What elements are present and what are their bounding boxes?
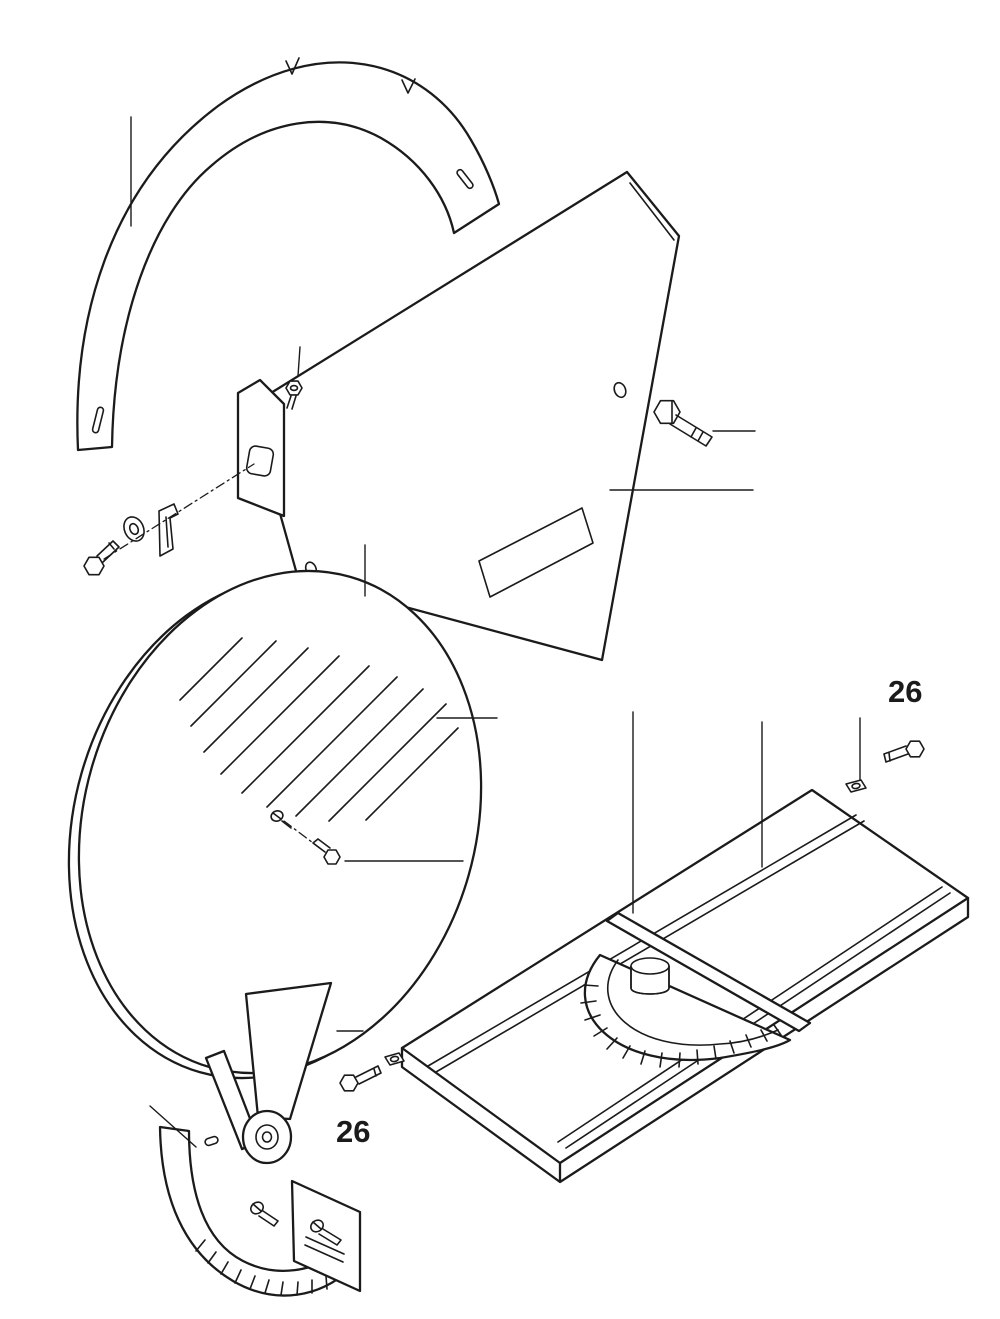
guard-slot-left bbox=[91, 406, 105, 434]
sanding-disc bbox=[67, 569, 483, 1080]
pulley-wheel bbox=[241, 1109, 293, 1165]
pivot-pin bbox=[204, 1135, 219, 1147]
hex-bolt-upper-right bbox=[653, 399, 713, 447]
guard-screw-1 bbox=[250, 1201, 279, 1227]
bolt-26-lower bbox=[339, 1052, 405, 1092]
bolt-washer-clip-assembly bbox=[83, 463, 255, 576]
bracket-slot-hole bbox=[245, 445, 275, 477]
callout-26-lower: 26 bbox=[336, 1114, 370, 1149]
lower-guard-hatching bbox=[195, 1239, 343, 1296]
panel-nut bbox=[285, 380, 303, 410]
drive-belt bbox=[244, 981, 333, 1121]
assembly-centerline bbox=[103, 463, 255, 560]
guard-notch-left bbox=[285, 57, 300, 75]
washer bbox=[123, 516, 145, 542]
miter-fence-bar bbox=[605, 911, 812, 1033]
disc-center-screws bbox=[270, 810, 341, 865]
bolt-26-upper bbox=[845, 740, 925, 793]
protractor-degree-ticks bbox=[580, 984, 782, 1068]
guard-screw-2 bbox=[310, 1219, 342, 1246]
work-table bbox=[400, 788, 970, 1184]
panel-fold-line bbox=[629, 182, 675, 241]
hex-bolt-left bbox=[83, 556, 105, 576]
guard-mount-plate bbox=[290, 1179, 362, 1293]
nut-26-lower bbox=[384, 1052, 405, 1066]
protractor-inner-arc bbox=[606, 959, 779, 1046]
nut-26-upper bbox=[845, 779, 867, 793]
miter-gauge bbox=[580, 911, 812, 1068]
side-housing-panel bbox=[236, 170, 681, 662]
plate-slot bbox=[304, 1236, 345, 1263]
lower-blade-guard bbox=[158, 1125, 362, 1297]
lock-knob bbox=[630, 957, 670, 995]
retaining-clip bbox=[158, 503, 179, 557]
disc-sheen-hatching bbox=[179, 637, 459, 822]
panel-hole-upper bbox=[613, 381, 627, 399]
upper-blade-guard bbox=[76, 57, 501, 452]
guard-slot-right bbox=[456, 168, 474, 190]
leader-lines bbox=[130, 116, 861, 1148]
callout-26-upper: 26 bbox=[888, 674, 922, 709]
guard-notch-right bbox=[401, 78, 416, 94]
table-front-edge-lines bbox=[557, 886, 951, 1149]
panel-label-plate bbox=[478, 507, 594, 598]
